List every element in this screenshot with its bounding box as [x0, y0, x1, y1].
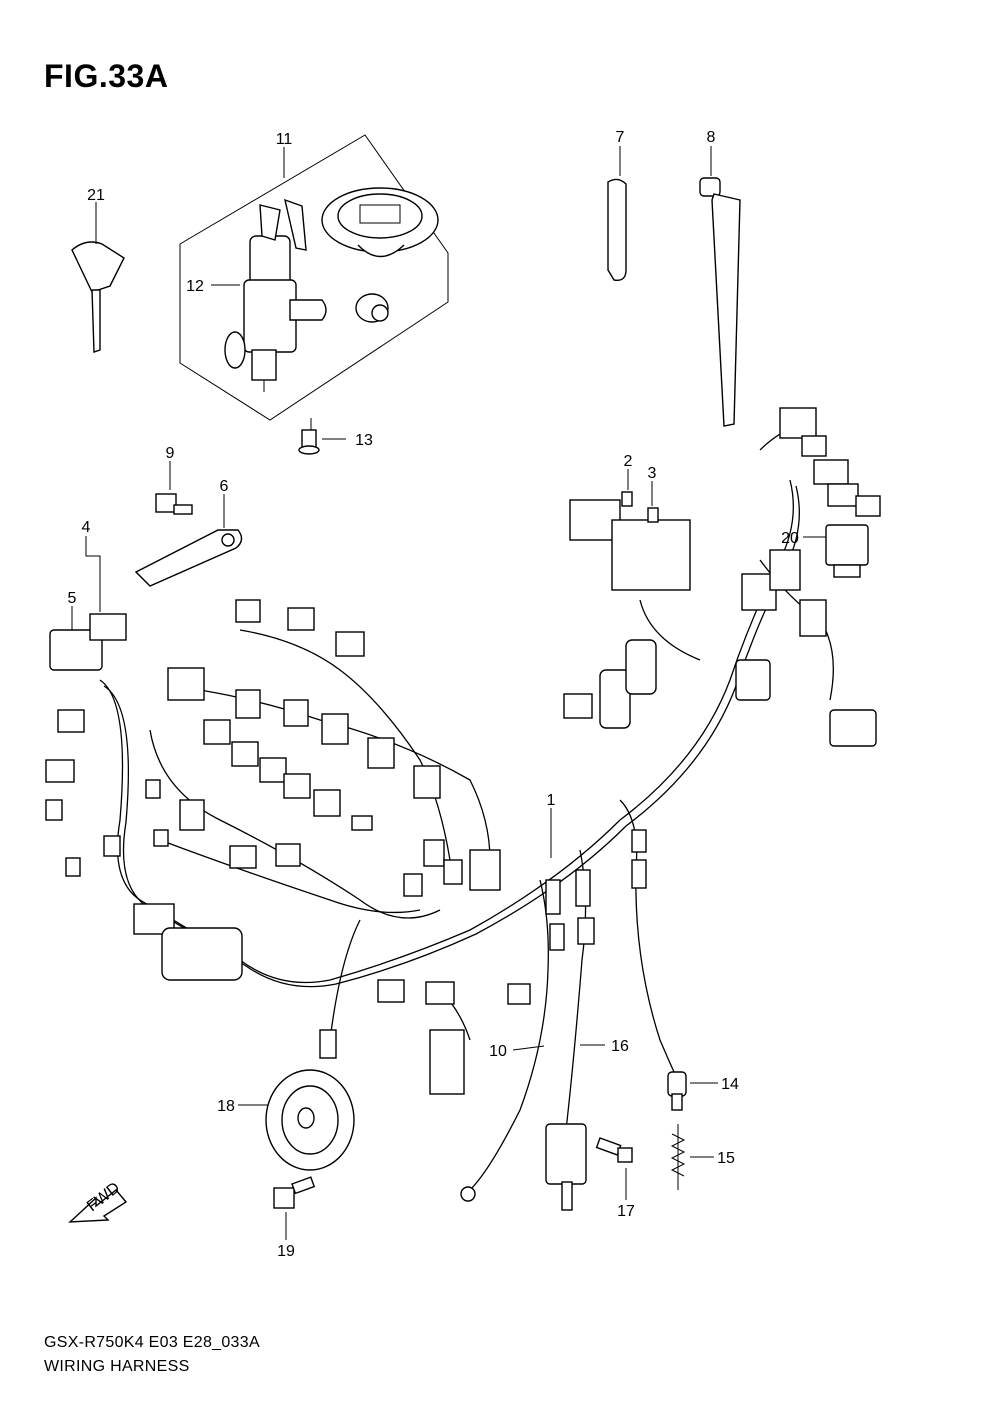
- sensor-16: [545, 1123, 587, 1211]
- callout-2: 2: [624, 453, 633, 470]
- callout-1: 1: [547, 792, 556, 809]
- bolt-19: [273, 1176, 316, 1209]
- figure-code: GSX-R750K4 E03 E28_033A: [44, 1334, 260, 1351]
- connector-4: [89, 613, 127, 641]
- cable-tie-8: [699, 177, 741, 427]
- callout-14: 14: [721, 1076, 739, 1093]
- callout-18: 18: [217, 1098, 235, 1115]
- callout-15: 15: [717, 1150, 735, 1167]
- callout-13: 13: [355, 432, 373, 449]
- figure-title: FIG.33A: [44, 58, 169, 94]
- screw-13: [298, 429, 320, 455]
- callout-20: 20: [781, 530, 799, 547]
- ignition-switch: [224, 235, 327, 392]
- fuel-cap: [321, 187, 439, 258]
- spring-15: [670, 1124, 686, 1190]
- callout-10: 10: [489, 1043, 507, 1060]
- bracket-6: [134, 529, 243, 587]
- connectors: [45, 407, 881, 1095]
- callout-12: 12: [186, 278, 204, 295]
- bolt-9: [155, 493, 193, 515]
- lock-set-group: [179, 134, 449, 421]
- callout-9: 9: [166, 445, 175, 462]
- seat-lock: [355, 293, 389, 323]
- callout-19: 19: [277, 1243, 295, 1260]
- callout-4: 4: [82, 519, 91, 536]
- clamp-7: [607, 178, 627, 281]
- callout-7: 7: [616, 129, 625, 146]
- relay-20: [825, 524, 869, 578]
- blank-key: [71, 241, 125, 353]
- callout-6: 6: [220, 478, 229, 495]
- screw-17: [595, 1137, 633, 1163]
- callout-3: 3: [648, 465, 657, 482]
- ignition-keys: [259, 198, 307, 251]
- fuse-box: [569, 491, 691, 591]
- figure-name: WIRING HARNESS: [44, 1358, 190, 1375]
- ground-terminal-10: [460, 1186, 476, 1202]
- horn-18: [265, 1069, 355, 1171]
- fwd-arrow: FWD: [68, 1179, 128, 1223]
- lock-set-outline: [179, 134, 449, 421]
- switch-14: [667, 1071, 687, 1111]
- callout-5: 5: [68, 590, 77, 607]
- connector-5: [49, 629, 103, 671]
- callouts: 11 12 13 21 7 8 9 6 4 5 2 3 20 1 10 16 1…: [68, 129, 799, 1260]
- callout-17: 17: [617, 1203, 635, 1220]
- callout-16: 16: [611, 1038, 629, 1055]
- leader-lines: [71, 146, 826, 1240]
- callout-21: 21: [87, 187, 105, 204]
- callout-8: 8: [707, 129, 716, 146]
- callout-11: 11: [276, 131, 293, 148]
